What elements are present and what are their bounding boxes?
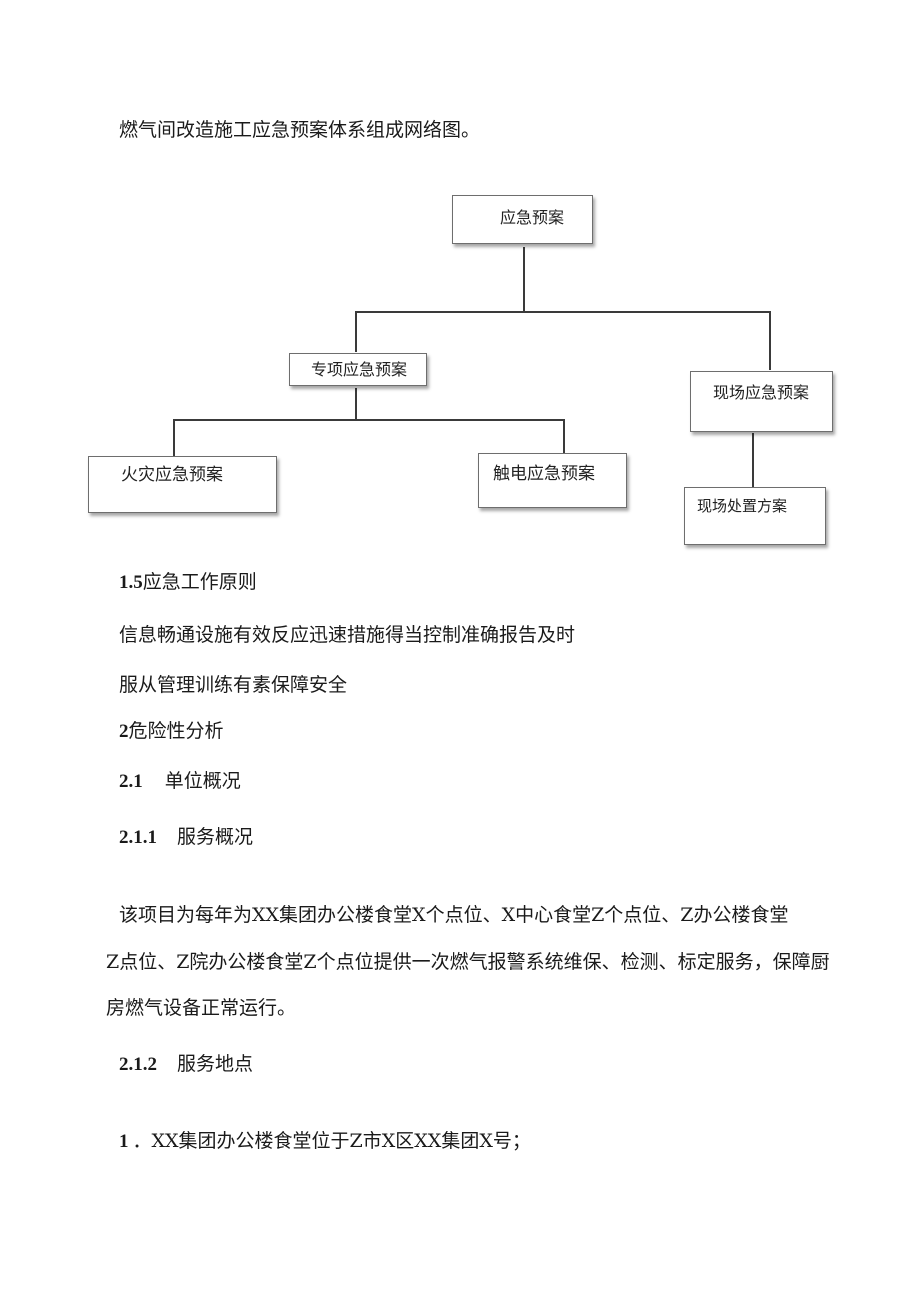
node-onsite-plan: 现场应急预案 [690,371,833,432]
section-2-heading: 2危险性分析 [119,720,224,742]
node-special-plan: 专项应急预案 [289,353,427,386]
diagram-caption: 燃气间改造施工应急预案体系组成网络图。 [119,119,481,141]
connector-root-down [523,247,525,313]
connector-to-special [355,311,357,352]
overview-line-3: 房燃气设备正常运行。 [106,997,297,1019]
overview-line-2: Z点位、Z院办公楼食堂Z个点位提供一次燃气报警系统维保、检测、标定服务，保障厨 [106,951,830,973]
connector-special-down [355,388,357,421]
principles-line-2: 服从管理训练有素保障安全 [119,674,348,696]
node-fire-plan: 火灾应急预案 [88,456,277,513]
overview-line-1: 该项目为每年为XX集团办公楼食堂X个点位、X中心食堂Z个点位、Z办公楼食堂 [119,904,789,926]
connector-to-fire [173,419,175,456]
connector-onsite-down [752,433,754,487]
principles-line-1: 信息畅通设施有效反应迅速措施得当控制准确报告及时 [119,624,576,646]
node-disposal-plan: 现场处置方案 [684,487,826,545]
connector-mid-horizontal [173,419,565,421]
section-1-5-heading: 1.5应急工作原则 [119,571,257,593]
connector-to-onsite [769,311,771,370]
node-electric-plan: 触电应急预案 [478,453,627,508]
location-item-1: 1．XX集团办公楼食堂位于Z市X区XX集团X号； [119,1130,531,1152]
connector-to-electric [563,419,565,453]
connector-top-horizontal [355,311,771,313]
node-emergency-plan: 应急预案 [452,195,593,244]
